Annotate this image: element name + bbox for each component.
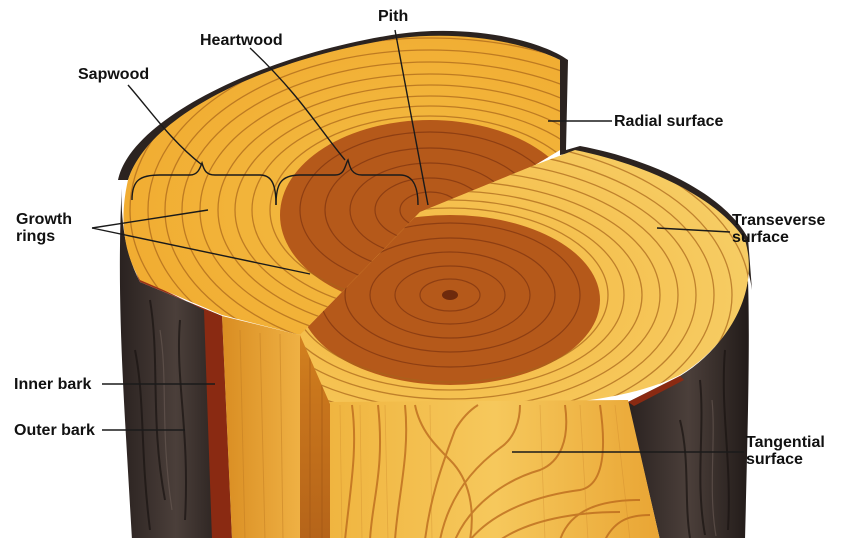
radial-surface-label: Radial surface <box>614 113 723 130</box>
sapwood-label: Sapwood <box>78 66 149 83</box>
pith-label: Pith <box>378 8 408 25</box>
heartwood-label: Heartwood <box>200 32 283 49</box>
tangential-surface-label: Tangential surface <box>746 434 825 468</box>
outer-bark-label: Outer bark <box>14 422 95 439</box>
tangential-surface-face <box>330 400 660 538</box>
growth-rings-label: Growth rings <box>16 211 72 245</box>
left-block-side-face <box>222 316 300 538</box>
transverse-surface-label: Transeverse surface <box>732 212 825 246</box>
inner-bark-label: Inner bark <box>14 376 91 393</box>
